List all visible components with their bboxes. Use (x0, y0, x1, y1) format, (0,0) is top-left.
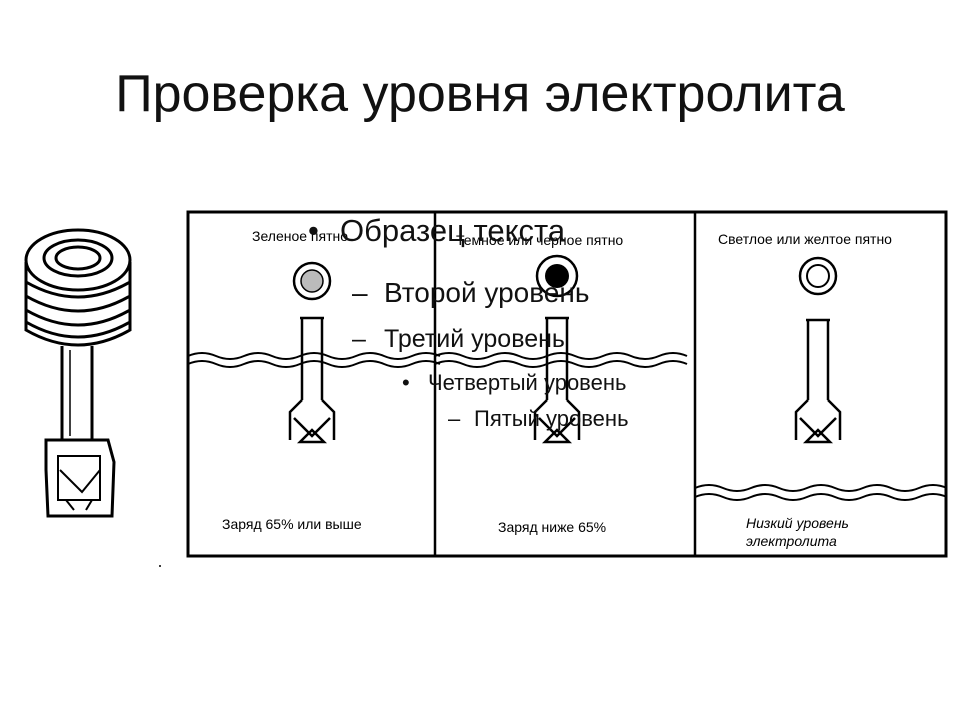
outline-level-4: •Четвертый уровень (402, 364, 626, 402)
slide-title: Проверка уровня электролита (115, 65, 845, 123)
outline-level-1: •Образец текста (308, 213, 566, 248)
hydrometer-probe-illustration (24, 228, 132, 518)
panel-1-caption: Заряд 65% или выше (222, 516, 362, 532)
probe-rod (806, 318, 830, 400)
panel-3-caption-line-1: Низкий уровень (746, 515, 849, 531)
probe-rod (545, 316, 569, 400)
bullet-dash-icon: – (352, 325, 366, 353)
panel-3-spot-label: Светлое или желтое пятно (718, 231, 892, 247)
panel-frame (186, 210, 948, 558)
panel-2-spot-label: Темное или черное пятно (456, 232, 624, 248)
dark-spot-indicator (535, 254, 579, 298)
bullet-dash-icon: – (352, 277, 368, 308)
outline-level-2: –Второй уровень (352, 274, 589, 312)
outline-level-3: –Третий уровень (352, 320, 565, 358)
light-spot-indicator (798, 256, 838, 296)
panel-3-illustration (694, 256, 948, 501)
outline-level-5: –Пятый уровень (448, 400, 629, 438)
panel-2-caption: Заряд ниже 65% (498, 519, 607, 535)
panel-2-illustration (434, 254, 688, 444)
bullet-dot-icon: • (402, 370, 410, 395)
panel-1-spot-label: Зеленое пятно (252, 228, 349, 244)
bullet-dot-icon: • (308, 213, 319, 248)
bullet-dash-icon: – (448, 406, 461, 431)
electrolyte-surface-line (434, 352, 688, 360)
panel-1-illustration (187, 261, 441, 444)
green-spot-indicator (292, 261, 332, 301)
probe-rod (300, 316, 324, 400)
electrolyte-surface-line (187, 352, 441, 360)
electrolyte-surface-line-low (694, 484, 948, 492)
panel-3-caption-line-2: электролита (746, 533, 837, 549)
